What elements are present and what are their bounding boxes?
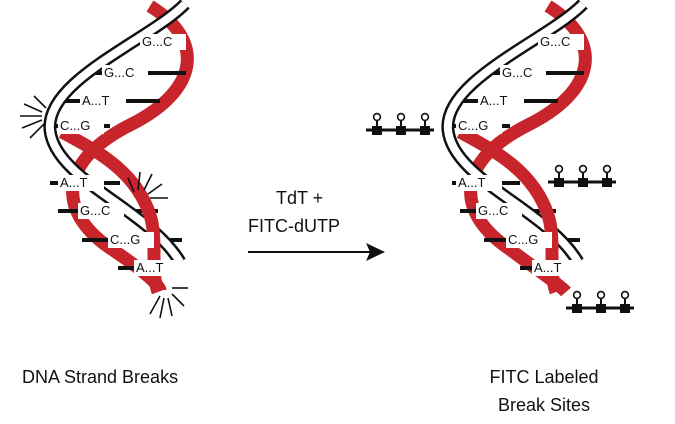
reaction-label-line2: FITC-dUTP (248, 216, 340, 236)
right-base-pair-labels: G...C G...C A...T C...G A...T G...C C...… (456, 34, 584, 276)
left-bp-1: G...C (142, 34, 172, 49)
caption-break-sites: Break Sites (498, 395, 590, 415)
reaction-arrow-head (366, 243, 385, 261)
left-bp-6: G...C (80, 203, 110, 218)
right-bp-7: C...G (508, 232, 538, 247)
left-bp-2: G...C (104, 65, 134, 80)
right-dna-helix: G...C G...C A...T C...G A...T G...C C...… (366, 0, 634, 313)
fitc-label-chain-3 (566, 292, 634, 313)
fitc-label-chain-1 (366, 114, 434, 135)
left-bp-5: A...T (60, 175, 88, 190)
caption-dna-strand-breaks: DNA Strand Breaks (22, 367, 178, 387)
left-bp-4: C...G (60, 118, 90, 133)
left-base-pair-labels: G...C G...C A...T C...G A...T G...C C...… (58, 34, 186, 276)
fitc-label-chain-2 (548, 166, 616, 187)
left-break-burst-2 (127, 171, 168, 199)
right-bp-6: G...C (478, 203, 508, 218)
right-bp-5: A...T (458, 175, 486, 190)
caption-fitc-labeled: FITC Labeled (489, 367, 598, 387)
reaction-step: TdT + FITC-dUTP (248, 188, 385, 261)
right-bp-8: A...T (534, 260, 562, 275)
left-dna-helix: G...C G...C A...T C...G A...T G...C C...… (20, 0, 194, 319)
right-bp-3: A...T (480, 93, 508, 108)
left-bp-3: A...T (82, 93, 110, 108)
reaction-label-line1: TdT + (276, 188, 323, 208)
right-white-strand-fill (443, 1, 586, 265)
left-white-strand-fill (45, 1, 188, 265)
left-bp-7: C...G (110, 232, 140, 247)
right-bp-4: C...G (458, 118, 488, 133)
left-break-burst-1 (20, 95, 47, 139)
left-bp-8: A...T (136, 260, 164, 275)
right-bp-1: G...C (540, 34, 570, 49)
left-break-burst-3 (149, 287, 188, 319)
right-bp-2: G...C (502, 65, 532, 80)
